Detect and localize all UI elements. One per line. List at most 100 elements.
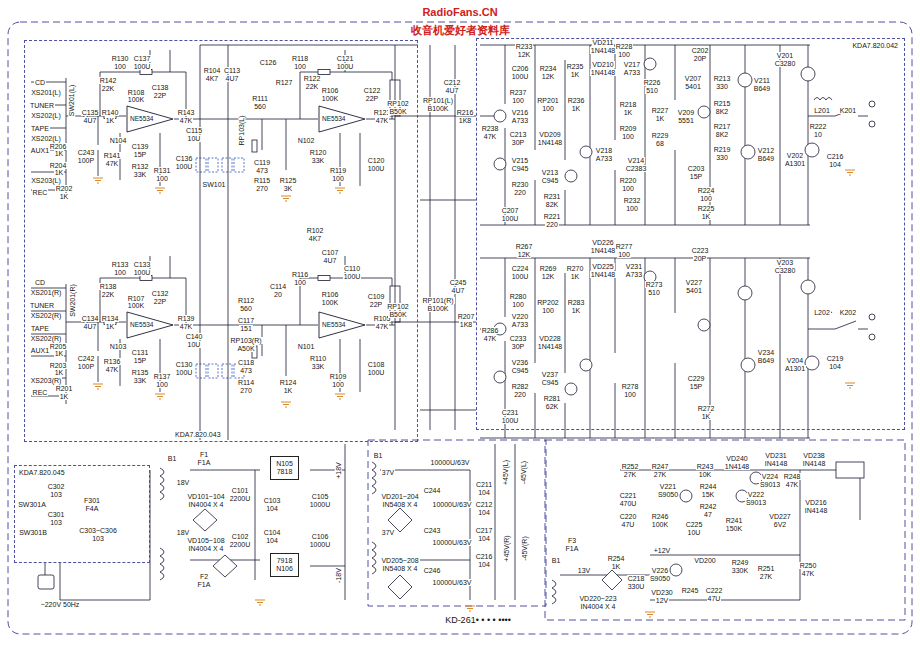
part-label: S9013 [745, 499, 767, 506]
part-label: 100U [501, 417, 520, 424]
wire [560, 470, 860, 600]
part-label: C133 [133, 261, 152, 268]
part-label: 33K [311, 157, 325, 164]
part-label: 22P [153, 298, 167, 305]
part-label: 1N4148 [590, 271, 617, 278]
part-label: 104 [828, 363, 842, 370]
part-label: R280 [509, 293, 528, 300]
part-label: R231 [543, 193, 562, 200]
part-label: VD200 [693, 557, 716, 564]
part-label: 6V2 [773, 521, 787, 528]
part-label: R242 [699, 503, 718, 510]
part-label: N101 [297, 343, 316, 350]
part-label: V236 [511, 359, 529, 366]
part-label: R220 [619, 177, 638, 184]
part-label: 47K [179, 323, 193, 330]
component-symbol [38, 462, 864, 604]
part-label: C213 [509, 131, 528, 138]
part-label: IN4148 [802, 460, 827, 467]
part-label: 100 [113, 269, 127, 276]
part-label: C122 [363, 87, 382, 94]
regulator-box: N1057818 [270, 456, 299, 480]
part-label: C119 [253, 159, 271, 166]
part-label: B1 [551, 557, 562, 564]
part-label: 103 [49, 519, 63, 526]
part-label: 47U [707, 595, 722, 602]
part-label: V209 [677, 109, 695, 116]
part-label: 100 [621, 133, 635, 140]
part-label: 10U [187, 341, 202, 348]
part-label: 100U [175, 369, 194, 376]
ic-type: NE5534 [130, 322, 154, 329]
part-label: C135 [81, 109, 100, 116]
part-label: 33K [133, 377, 147, 384]
ic-label: N106 [276, 565, 293, 573]
part-label: 330K [731, 567, 749, 574]
watermark: 收音机爱好者资料库 [410, 25, 511, 36]
part-label: 104 [265, 505, 279, 512]
part-label: V224 [761, 473, 779, 480]
part-label: B1 [373, 452, 384, 459]
part-label: C945 [541, 177, 560, 184]
part-label: XS203(R) [30, 377, 63, 384]
part-label: RP102 [386, 100, 409, 107]
part-label: SW201(L) [68, 83, 75, 117]
part-label: C220 [619, 513, 638, 520]
part-label: -45V(R) [520, 535, 527, 562]
opamp-symbol: NE5534 [318, 105, 366, 133]
part-label: V234 [757, 349, 775, 356]
part-label: 104 [828, 161, 842, 168]
part-label: 47K [375, 323, 389, 330]
part-label: 100U [133, 269, 152, 276]
part-label: C117 [237, 317, 255, 324]
part-label: VD101~104 [186, 493, 225, 500]
part-label: C225 [685, 521, 704, 528]
part-label: 1K [283, 387, 294, 394]
part-label: R225 [697, 205, 716, 212]
part-label: 1K [54, 169, 65, 176]
part-label: CD [34, 79, 46, 86]
wire [395, 116, 476, 410]
part-label: 100U [511, 73, 530, 80]
part-label: C206 [511, 65, 530, 72]
part-label: R133 [111, 261, 130, 268]
part-label: AUX1 [30, 147, 50, 154]
part-label: R137 [153, 373, 172, 380]
part-label: 100 [155, 175, 169, 182]
part-label: XS202(R) [30, 335, 63, 342]
component-symbol [193, 509, 217, 531]
part-label: R273 [645, 281, 664, 288]
part-label: XS202(R) [30, 312, 63, 319]
part-label: SW301B [18, 529, 48, 536]
dashed-frame [545, 440, 905, 620]
board-code: KDA7.820.042 [852, 42, 898, 49]
part-label: 100 [617, 251, 631, 258]
part-label: 100K [651, 521, 669, 528]
part-label: V227 [685, 279, 703, 286]
part-label: 100U [367, 369, 386, 376]
part-label: RP101(L) [422, 97, 454, 104]
part-label: B649 [757, 357, 775, 364]
part-label: 5551 [677, 117, 695, 124]
part-label: IN4148 [764, 460, 789, 467]
part-label: 4U7 [83, 323, 98, 330]
part-label: C245 [449, 279, 468, 286]
part-label: R221 [543, 213, 562, 220]
part-label: 10U [187, 135, 202, 142]
part-label: 473 [239, 367, 253, 374]
part-label: VD225 [591, 263, 614, 270]
component-symbol [602, 570, 622, 590]
part-label: C113 [223, 67, 241, 74]
part-label: R215 [713, 100, 732, 107]
part-label: R207 [457, 313, 476, 320]
part-label: V216 [511, 109, 529, 116]
part-label: 100 [511, 97, 525, 104]
part-label: R213 [713, 75, 732, 82]
dashed-frame [8, 22, 912, 634]
part-label: 4U7 [445, 87, 460, 94]
component-symbol [372, 462, 376, 494]
part-label: B50K [388, 311, 407, 318]
part-label: 103 [49, 491, 63, 498]
part-label: 12K [517, 251, 531, 258]
